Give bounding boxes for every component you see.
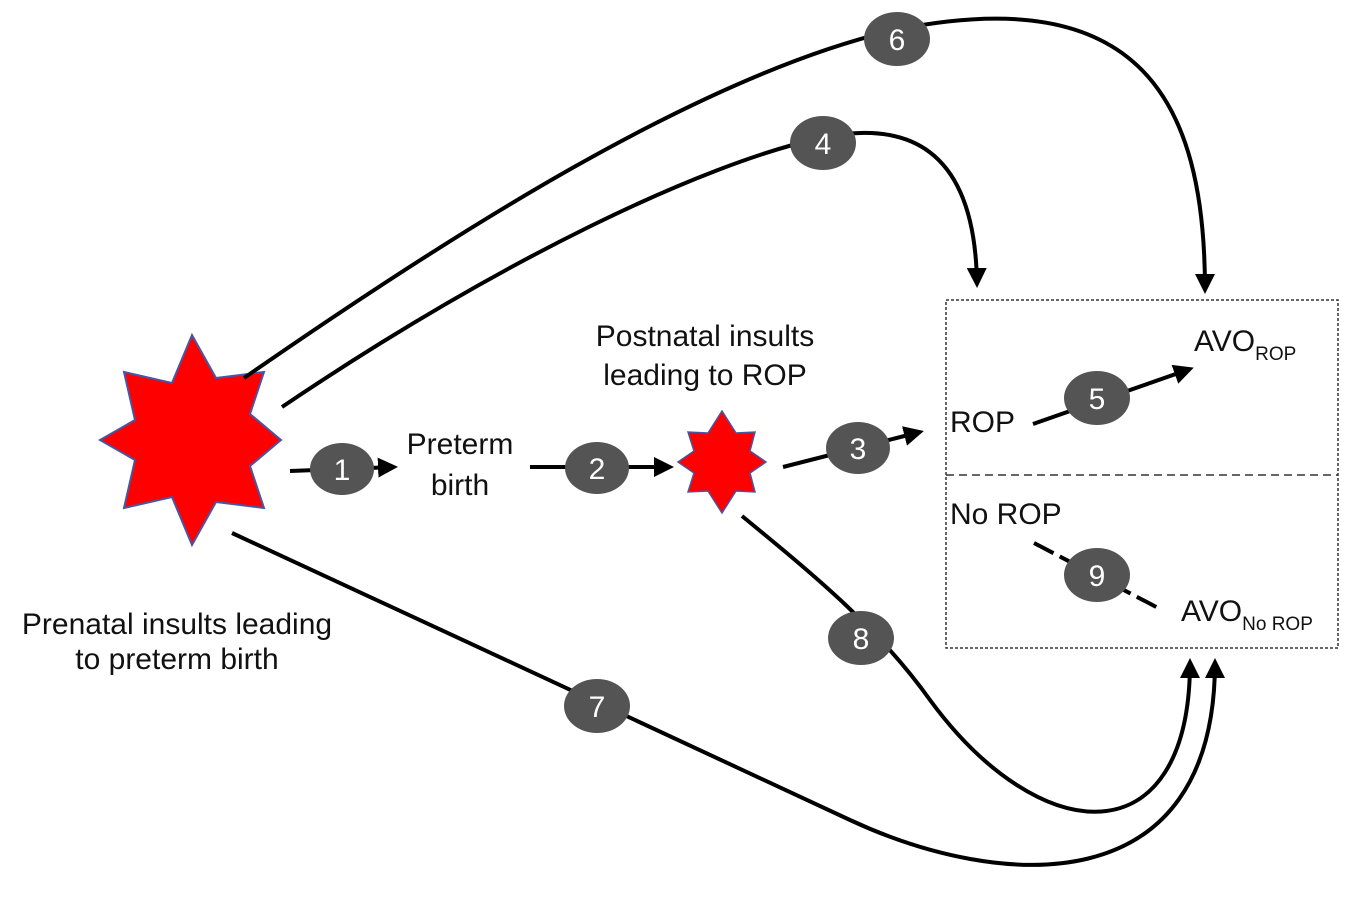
badge-3-number: 3	[850, 433, 867, 466]
avo-no-rop-subscript: No ROP	[1242, 614, 1313, 635]
badge-4: 4	[790, 116, 856, 170]
prenatal-label-line-2: to preterm birth	[75, 642, 279, 676]
badge-4-number: 4	[815, 128, 832, 161]
badge-9-number: 9	[1089, 560, 1106, 593]
prenatal-insult-icon	[97, 332, 283, 548]
badge-1: 1	[310, 443, 374, 495]
postnatal-label-line-1: Postnatal insults	[595, 320, 815, 353]
badge-7: 7	[564, 679, 630, 733]
badge-8: 8	[828, 611, 894, 665]
preterm-label-line-1: Preterm	[406, 428, 514, 461]
arrow-8	[740, 514, 1200, 814]
avo-rop-label: AVOROP	[1194, 325, 1296, 365]
avo-rop-subscript: ROP	[1255, 344, 1297, 365]
postnatal-insults-label: Postnatal insults leading to ROP	[560, 320, 850, 393]
rop-label: ROP	[950, 406, 1016, 439]
badge-6-number: 6	[889, 24, 906, 57]
arrow-4	[280, 130, 987, 409]
arrow-7	[231, 531, 1225, 867]
postnatal-insult-icon	[676, 409, 768, 515]
badge-1-number: 1	[334, 454, 351, 487]
outcome-box	[945, 299, 1339, 649]
prenatal-label-line-1: Prenatal insults leading	[21, 608, 333, 641]
badge-8-number: 8	[853, 623, 870, 656]
preterm-birth-label: Preterm birth	[390, 428, 530, 503]
postnatal-label-line-2: leading to ROP	[603, 358, 807, 392]
badge-5: 5	[1064, 371, 1130, 425]
prenatal-insults-label: Prenatal insults leading to preterm birt…	[0, 608, 354, 677]
badge-5-number: 5	[1089, 383, 1106, 416]
no-rop-label: No ROP	[950, 498, 1062, 531]
preterm-label-line-2: birth	[430, 468, 490, 502]
avo-no-rop-label: AVONo ROP	[1181, 595, 1313, 635]
badge-9: 9	[1064, 548, 1130, 602]
badge-2: 2	[565, 442, 629, 494]
badge-7-number: 7	[589, 691, 606, 724]
badge-2-number: 2	[589, 453, 606, 486]
badge-3: 3	[826, 422, 890, 474]
avo-rop-main: AVO	[1194, 325, 1256, 358]
avo-no-rop-main: AVO	[1181, 595, 1243, 628]
badge-6: 6	[864, 12, 930, 66]
